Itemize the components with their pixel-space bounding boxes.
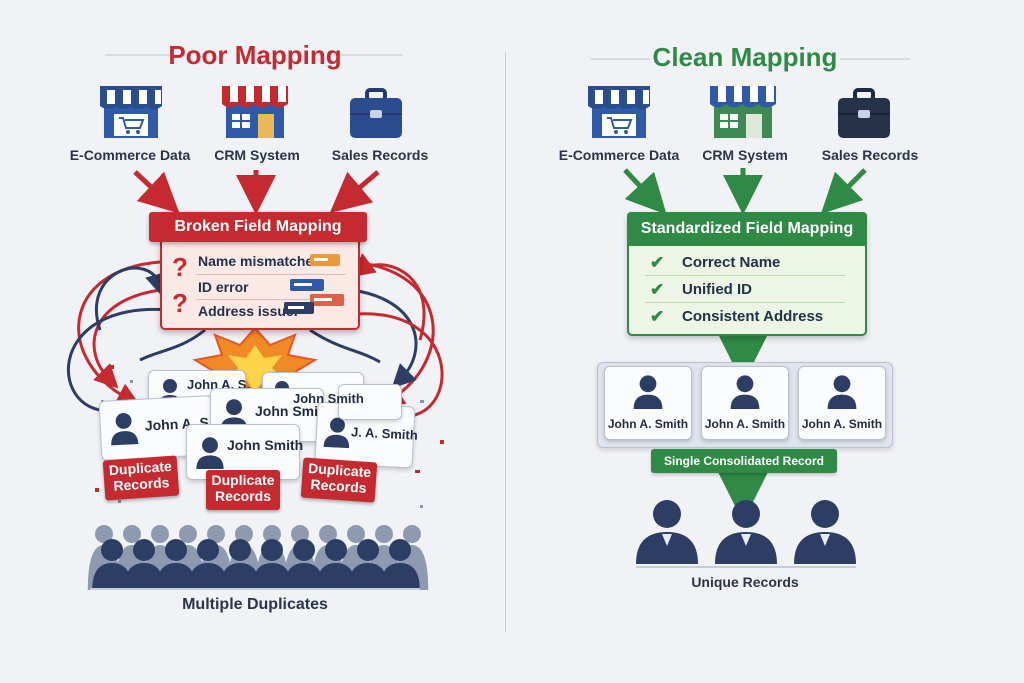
- issue-address: Address issue.: [198, 303, 298, 319]
- record-name: John A. Smith: [607, 417, 689, 431]
- issue-divider: [196, 274, 346, 275]
- crowd-person: [316, 539, 356, 590]
- tag-icon: [310, 294, 344, 306]
- question-icon: ?: [172, 252, 188, 282]
- record-card: John A. Smith: [701, 366, 789, 440]
- record-name: John A. Smith: [801, 417, 883, 431]
- source-label-sales: Sales Records: [821, 147, 919, 163]
- card-name: J. A. Smith: [350, 424, 419, 443]
- person-icon: [633, 375, 663, 409]
- crowd-person: [92, 539, 132, 590]
- check-icon: ✔: [650, 307, 665, 326]
- unique-underline: [636, 566, 856, 568]
- duplicate-card: John A. S.: [98, 395, 216, 461]
- card-name: John Smith: [255, 403, 332, 419]
- clean-flow-arrows: [623, 168, 867, 522]
- check-divider: [645, 275, 845, 276]
- clean-caption: Unique Records: [691, 574, 799, 590]
- storefront-cart-icon: [100, 86, 162, 138]
- crowd-person: [284, 539, 324, 590]
- duplicate-records-badge: Duplicate Records: [206, 470, 280, 510]
- person-icon: [111, 413, 139, 446]
- source-label-crm: CRM System: [214, 147, 300, 163]
- person-icon: [827, 375, 857, 409]
- briefcase-icon: [838, 88, 890, 138]
- standardized-mapping-header: Standardized Field Mapping: [627, 212, 867, 246]
- tag-icon: [290, 279, 324, 291]
- tag-icon: [310, 254, 340, 266]
- crowd-underline: [90, 588, 420, 590]
- crowd-person: [156, 539, 196, 590]
- person-icon: [323, 417, 350, 449]
- duplicate-card: John Smith: [210, 388, 331, 442]
- unique-person-icon: [715, 500, 777, 564]
- duplicate-card: J. A. Smith: [314, 401, 419, 469]
- unique-person-icon: [794, 500, 856, 564]
- person-icon: [196, 437, 224, 469]
- duplicate-card: John Smith: [186, 424, 304, 480]
- record-card: John A. Smith: [604, 366, 692, 440]
- poor-title-line-left: [105, 54, 175, 56]
- center-divider: [505, 52, 506, 632]
- record-name: John A. Smith: [704, 417, 786, 431]
- person-icon: [730, 375, 760, 409]
- issue-name-mismatched: Name mismatched: [198, 253, 322, 269]
- card-name: John Smith: [227, 437, 304, 453]
- unique-person-icon: [636, 500, 698, 564]
- crowd-person: [348, 539, 388, 590]
- crowd-person: [380, 539, 420, 590]
- duplicate-records-badge: Duplicate Records: [102, 455, 180, 501]
- crowd-person: [188, 539, 228, 590]
- consolidated-record-badge: Single Consolidated Record: [651, 449, 837, 473]
- question-icon: ?: [172, 288, 188, 318]
- clean-title-line-right: [840, 58, 910, 60]
- poor-mapping-title: Poor Mapping: [168, 40, 342, 70]
- record-card: John A. Smith: [798, 366, 886, 440]
- duplicate-card: John Smith: [293, 384, 402, 420]
- card-name: John Smith: [293, 391, 364, 406]
- duplicate-records-badge: Duplicate Records: [300, 457, 378, 503]
- broken-mapping-header: Broken Field Mapping: [149, 212, 367, 242]
- check-correct-name: Correct Name: [682, 254, 781, 271]
- crowd-person: [252, 539, 292, 590]
- check-icon: ✔: [650, 253, 665, 272]
- source-label-ecommerce: E-Commerce Data: [69, 147, 191, 163]
- crowd-person: [220, 539, 260, 590]
- storefront-cart-icon: [588, 86, 650, 138]
- clean-mapping-title: Clean Mapping: [652, 42, 838, 72]
- source-label-ecommerce: E-Commerce Data: [558, 147, 680, 163]
- briefcase-icon: [350, 88, 402, 138]
- poor-caption: Multiple Duplicates: [182, 596, 328, 613]
- check-icon: ✔: [650, 280, 665, 299]
- source-label-crm: CRM System: [702, 147, 788, 163]
- storefront-icon: [222, 86, 288, 138]
- issue-id-error: ID error: [198, 279, 249, 295]
- source-label-sales: Sales Records: [331, 147, 429, 163]
- check-divider: [645, 302, 845, 303]
- clean-title-line-left: [590, 58, 650, 60]
- crowd-of-people-icon: [87, 525, 429, 590]
- issue-divider: [196, 299, 346, 300]
- check-unified-id: Unified ID: [682, 281, 752, 298]
- poor-title-line-right: [333, 54, 403, 56]
- tag-icon: [284, 302, 314, 314]
- check-consistent-address: Consistent Address: [682, 308, 824, 325]
- crowd-person: [124, 539, 164, 590]
- storefront-icon: [710, 86, 776, 138]
